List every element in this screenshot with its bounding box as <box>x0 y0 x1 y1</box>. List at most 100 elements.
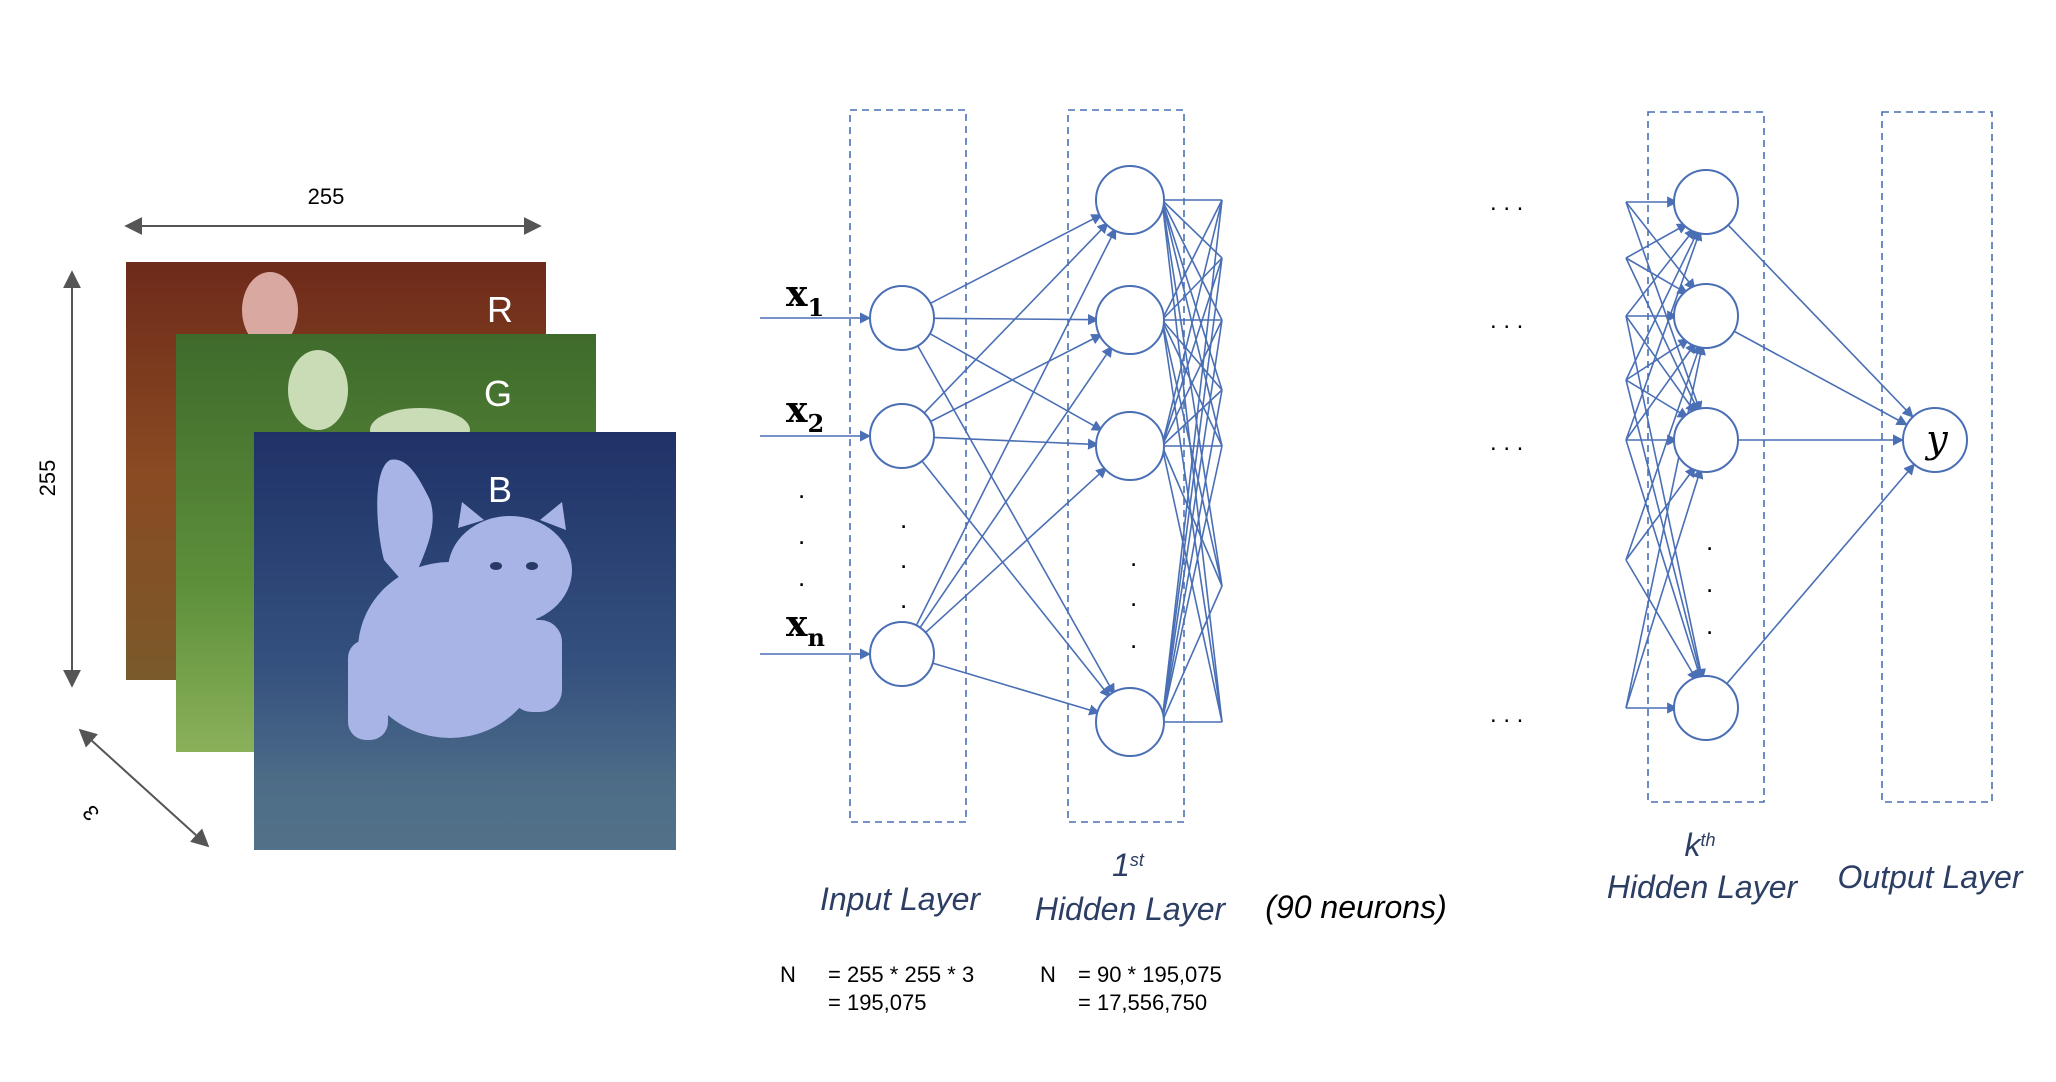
layer-labels: Input Layer 1st Hidden Layer (90 neurons… <box>820 827 2024 927</box>
conn-in0-h0 <box>930 213 1103 305</box>
svg-text:.: . <box>900 504 907 534</box>
input-neuron-3 <box>869 621 935 687</box>
conn-h11-stub1 <box>1161 257 1223 321</box>
input-formula-n: N <box>780 962 796 987</box>
channel-r-label: R <box>487 289 513 330</box>
conn-h11-stub3 <box>1161 319 1223 391</box>
conn-in0-h2 <box>929 332 1104 432</box>
svg-text:.: . <box>798 474 805 504</box>
input-formula-line2: = 195,075 <box>828 990 926 1015</box>
horizontal-ellipsis: . . . . . . . . . . . . <box>1490 189 1523 728</box>
conn-in2-h1 <box>919 345 1113 629</box>
conn-h10-stub5 <box>1161 199 1223 587</box>
depth-arrow <box>78 728 210 848</box>
depth-label: 3 <box>77 800 104 825</box>
conn-in2-h2 <box>925 466 1108 634</box>
conn-h12-stub3 <box>1161 389 1223 447</box>
conn-h12-stub0 <box>1161 199 1223 447</box>
svg-text:.: . <box>1130 542 1137 572</box>
input-layer-label: Input Layer <box>820 881 981 917</box>
hidden1-neuron-1 <box>1095 165 1165 235</box>
conn-fanin0-k2 <box>1625 201 1703 413</box>
conn-fanin4-k3 <box>1625 439 1704 681</box>
conn-fanin4-k0 <box>1625 229 1703 441</box>
hidden1-neuron-4 <box>1095 687 1165 757</box>
svg-text:.: . <box>900 584 907 614</box>
hidden1-neuron-3 <box>1095 411 1165 481</box>
conn-h11-stub0 <box>1161 199 1223 321</box>
conn-in2-h0 <box>915 227 1117 626</box>
hiddenk-neuron-4 <box>1673 675 1739 741</box>
conn-fanin2-k2 <box>1625 315 1697 415</box>
channel-b-layer: B <box>254 432 676 850</box>
conn-fanin2-k0 <box>1625 227 1696 317</box>
input-x2: x2 <box>786 389 824 438</box>
svg-text:. . .: . . . <box>1490 189 1523 216</box>
conn-fanin5-k1 <box>1625 343 1703 561</box>
conn-h11-stub5 <box>1161 319 1223 587</box>
conn-k0-out <box>1727 224 1914 418</box>
svg-text:.: . <box>1706 568 1713 598</box>
conn-in1-h2 <box>933 436 1100 450</box>
hiddenk-neuron-2 <box>1673 283 1739 349</box>
conn-h10-stub1 <box>1161 199 1223 259</box>
svg-text:. . .: . . . <box>1490 307 1523 334</box>
conn-h13-stub2 <box>1161 319 1223 723</box>
conn-h13-stub1 <box>1161 257 1223 723</box>
svg-text:.: . <box>900 544 907 574</box>
svg-text:.: . <box>798 520 805 550</box>
conn-h13-stub4 <box>1161 445 1223 723</box>
hidden1-note: (90 neurons) <box>1265 889 1446 925</box>
channel-g-label: G <box>484 373 512 414</box>
svg-text:.: . <box>798 562 805 592</box>
channel-b-label: B <box>488 469 512 510</box>
conn-h13-stub5 <box>1161 585 1223 723</box>
conn-in1-h1 <box>930 333 1103 423</box>
conn-fanin5-k2 <box>1625 465 1696 561</box>
conn-h13-stub3 <box>1161 389 1223 723</box>
conn-h10-stub3 <box>1161 199 1223 391</box>
hiddenk-neuron-1 <box>1673 169 1739 235</box>
input-neuron-2 <box>869 403 935 469</box>
hiddenk-layer-box <box>1647 111 1765 803</box>
output-neuron <box>1902 407 1968 473</box>
svg-text:.: . <box>1130 582 1137 612</box>
hiddenk-neuron-3 <box>1673 407 1739 473</box>
conn-fanin2-k3 <box>1625 315 1706 681</box>
conn-k3-out <box>1726 463 1915 685</box>
output-layer-box <box>1881 111 1993 803</box>
image-stack: 255 255 3 R G <box>35 184 676 850</box>
conn-fanin6-k2 <box>1625 467 1704 709</box>
conn-fanin4-k1 <box>1625 341 1697 441</box>
conn-in1-h0 <box>923 222 1109 414</box>
conn-in0-h3 <box>917 345 1115 696</box>
hiddenk-index: kth <box>1684 827 1715 863</box>
output-layer-label: Output Layer <box>1838 859 2024 895</box>
conn-fanin1-k0 <box>1625 223 1689 259</box>
network <box>760 109 1993 823</box>
hidden-formula-n: N <box>1040 962 1056 987</box>
width-label: 255 <box>308 184 345 209</box>
conn-fanin5-k3 <box>1625 559 1698 682</box>
conn-h13-stub0 <box>1161 199 1223 723</box>
conn-fanin0-k1 <box>1625 201 1696 291</box>
input-symbols: x1 x2 xn y <box>786 273 1948 652</box>
hidden1-number: 1st <box>1112 847 1145 883</box>
input-neuron-1 <box>869 285 935 351</box>
hidden1-neuron-2 <box>1095 285 1165 355</box>
conn-k1-out <box>1733 330 1908 426</box>
hidden-formula-line2: = 17,556,750 <box>1078 990 1207 1015</box>
hidden1-label: Hidden Layer <box>1035 891 1227 927</box>
input-x1: x1 <box>786 273 824 322</box>
conn-in1-h3 <box>921 460 1111 698</box>
svg-text:. . .: . . . <box>1490 701 1523 728</box>
hidden-formula-line1: = 90 * 195,075 <box>1078 962 1222 987</box>
input-layer-box <box>849 109 967 823</box>
svg-text:.: . <box>1706 526 1713 556</box>
hiddenk-label: Hidden Layer <box>1607 869 1799 905</box>
svg-text:.: . <box>1706 610 1713 640</box>
input-formula-line1: = 255 * 255 * 3 <box>828 962 974 987</box>
input-xn: xn <box>786 603 825 652</box>
svg-text:. . .: . . . <box>1490 429 1523 456</box>
